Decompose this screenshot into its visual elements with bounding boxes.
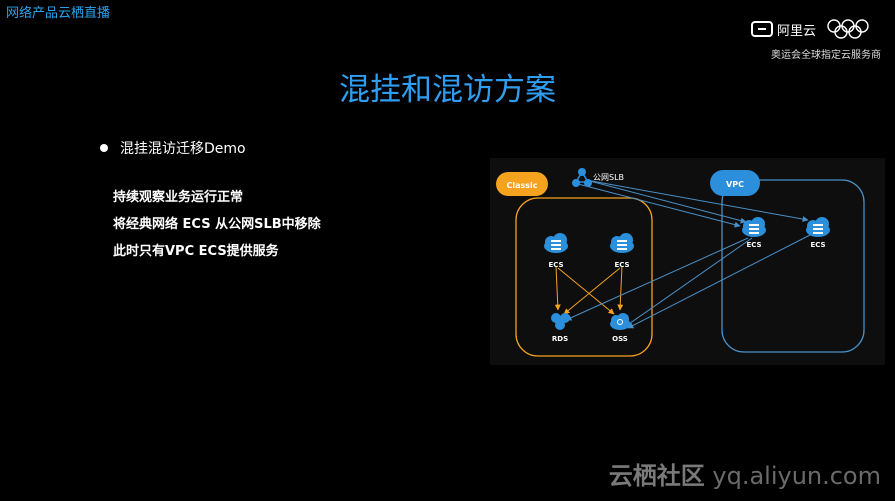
slb-icon: [572, 168, 592, 187]
vpc-ecs-label: ECS: [746, 241, 761, 249]
vpc-label: VPC: [726, 180, 744, 189]
bullet-item: 混挂混访迁移Demo: [100, 138, 246, 158]
network-diagram: Classic VPC 公网SLB ECS ECS: [490, 158, 885, 365]
ecs-cloud-icon: [806, 217, 830, 237]
ecs-cloud-icon: [742, 217, 766, 237]
classic-ecs-label: ECS: [614, 261, 629, 269]
brand-block: 阿里云 奥运会全球指定云服务商: [751, 18, 881, 61]
bullet-dot-icon: [100, 144, 108, 152]
classic-zone: [515, 197, 653, 357]
watermark-url: yq.aliyun.com: [712, 462, 881, 490]
oss-label: OSS: [612, 335, 628, 343]
brand-tagline: 奥运会全球指定云服务商: [771, 50, 881, 61]
body-line: 持续观察业务运行正常: [113, 190, 244, 205]
aliyun-logo-icon: [751, 21, 773, 37]
classic-badge: [496, 172, 548, 196]
classic-label: Classic: [506, 181, 537, 190]
slide-title: 混挂和混访方案: [339, 72, 556, 108]
body-line: 此时只有VPC ECS提供服务: [113, 244, 279, 259]
vpc-badge: [710, 170, 760, 196]
olympic-rings-icon: [827, 19, 869, 39]
classic-ecs-label: ECS: [548, 261, 563, 269]
corner-title: 网络产品云栖直播: [6, 6, 111, 21]
rds-label: RDS: [552, 335, 568, 343]
watermark-cn: 云栖社区: [608, 462, 705, 490]
bullet-text: 混挂混访迁移Demo: [120, 141, 246, 157]
ecs-cloud-icon: [544, 233, 568, 253]
oss-icon: [610, 313, 630, 330]
rds-icon: [551, 313, 570, 330]
brand-name: 阿里云: [777, 23, 817, 39]
vpc-zone: [721, 179, 865, 353]
body-line: 将经典网络 ECS 从公网SLB中移除: [113, 217, 321, 232]
vpc-ecs-label: ECS: [810, 241, 825, 249]
ecs-cloud-icon: [610, 233, 634, 253]
slb-label: 公网SLB: [593, 173, 624, 182]
watermark: 云栖社区 yq.aliyun.com: [609, 456, 881, 491]
